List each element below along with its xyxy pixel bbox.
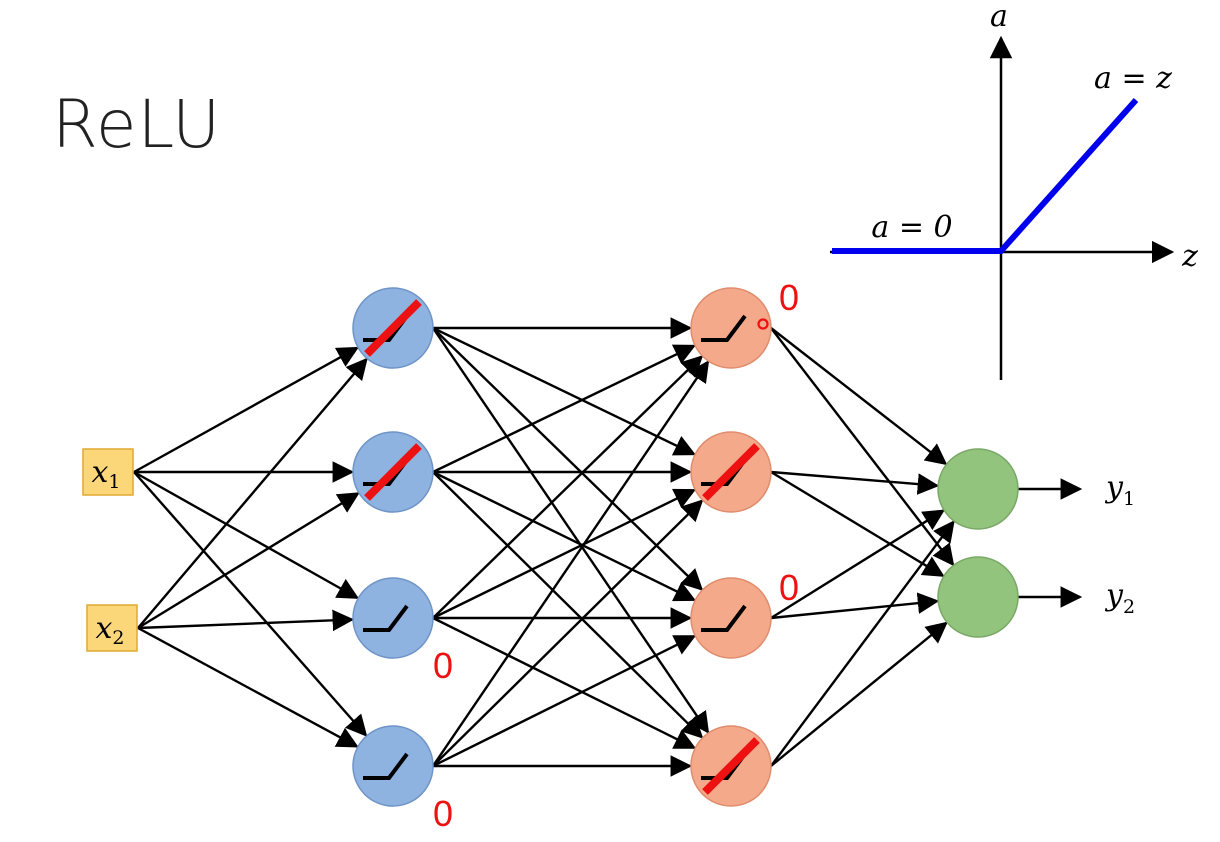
zero-indicator-dot bbox=[757, 318, 769, 330]
a-axis-label: a bbox=[990, 0, 1008, 34]
zero-output-label: 0 bbox=[433, 645, 453, 686]
edge-x1-h1-1 bbox=[133, 346, 360, 474]
neuron-circle bbox=[352, 725, 434, 807]
relu-curve bbox=[832, 98, 1139, 254]
edge-h2-3-y1 bbox=[770, 509, 946, 620]
right-region-label: a = z bbox=[1094, 61, 1172, 96]
slide-title: ReLU bbox=[52, 86, 222, 163]
hidden-1-neuron-2 bbox=[352, 431, 434, 513]
active-linear-mark bbox=[364, 443, 422, 501]
edge-h2-2-y1 bbox=[770, 470, 940, 495]
output-neuron-2: y2 bbox=[937, 556, 1135, 638]
edge-h1-1-h2-3 bbox=[432, 327, 704, 591]
neuron-circle bbox=[690, 577, 772, 659]
edge-h2-1-y1 bbox=[770, 327, 948, 466]
input-box bbox=[86, 604, 138, 652]
edge-h1-3-h2-1 bbox=[432, 355, 704, 619]
neuron-circle bbox=[352, 577, 434, 659]
relu-glyph-icon bbox=[701, 604, 747, 632]
edge-x1-h1-3 bbox=[133, 470, 360, 599]
zero-output-label: 0 bbox=[779, 567, 799, 608]
input-box bbox=[82, 448, 134, 496]
edge-h2-2-y2 bbox=[770, 470, 945, 577]
input-node-1: x1 bbox=[82, 448, 134, 496]
relu-glyph-icon bbox=[363, 752, 409, 780]
relu-glyph-icon bbox=[701, 314, 747, 342]
output-label: y2 bbox=[1104, 578, 1135, 618]
network-edges bbox=[133, 317, 1083, 777]
zero-output-label: 0 bbox=[779, 277, 799, 318]
neuron-circle bbox=[937, 556, 1019, 638]
edge-h2-4-y1 bbox=[770, 520, 955, 767]
active-linear-mark bbox=[364, 299, 422, 357]
z-axis-label: z bbox=[1181, 239, 1198, 274]
edge-h1-3-h2-4 bbox=[432, 616, 697, 749]
edge-x2-h1-4 bbox=[137, 626, 359, 748]
input-label: x1 bbox=[91, 455, 120, 493]
neuron-circle bbox=[690, 287, 772, 369]
edge-x1-h1-4 bbox=[133, 471, 368, 737]
input-label: x2 bbox=[95, 611, 124, 649]
edge-x2-h1-3 bbox=[137, 609, 355, 632]
output-neuron-1: y1 bbox=[937, 448, 1135, 530]
input-node-2: x2 bbox=[86, 604, 138, 652]
edge-h1-2-h2-3 bbox=[432, 470, 697, 602]
hidden-2-neuron-3: 0 bbox=[690, 567, 799, 659]
hidden-2-neuron-4 bbox=[690, 725, 772, 807]
edge-h2-3-y2 bbox=[770, 592, 940, 620]
output-label: y1 bbox=[1104, 470, 1135, 510]
hidden-2-neuron-2 bbox=[690, 431, 772, 513]
edge-h1-1-h2-2 bbox=[432, 326, 697, 456]
edge-h1-1-h2-4 bbox=[432, 327, 710, 734]
active-linear-mark bbox=[702, 737, 760, 795]
edge-h1-4-h2-3 bbox=[432, 635, 697, 768]
network-nodes: x1 x2 0 0 0 0 y1 y2 bbox=[82, 277, 1135, 834]
neuron-circle bbox=[937, 448, 1019, 530]
edge-h1-3-h2-2 bbox=[432, 488, 697, 620]
edge-x2-h1-2 bbox=[137, 492, 360, 630]
hidden-2-neuron-1: 0 bbox=[690, 277, 799, 369]
hidden-1-neuron-4: 0 bbox=[352, 725, 453, 834]
active-linear-mark bbox=[702, 443, 760, 501]
hidden-1-neuron-1 bbox=[352, 287, 434, 369]
relu-glyph-icon bbox=[363, 604, 409, 632]
left-region-label: a = 0 bbox=[871, 210, 952, 245]
edge-x2-h1-1 bbox=[137, 357, 368, 629]
edge-h1-2-h2-4 bbox=[432, 471, 704, 739]
hidden-1-neuron-3: 0 bbox=[352, 577, 453, 686]
edge-h2-1-y2 bbox=[770, 327, 955, 567]
edge-h1-4-h2-2 bbox=[432, 499, 704, 767]
relu-graph: a z a = 0 a = z bbox=[830, 0, 1198, 380]
edge-h2-4-y2 bbox=[770, 621, 948, 767]
edge-h1-4-h2-1 bbox=[432, 360, 710, 767]
zero-output-label: 0 bbox=[433, 793, 453, 834]
edge-h1-2-h2-1 bbox=[432, 344, 697, 474]
